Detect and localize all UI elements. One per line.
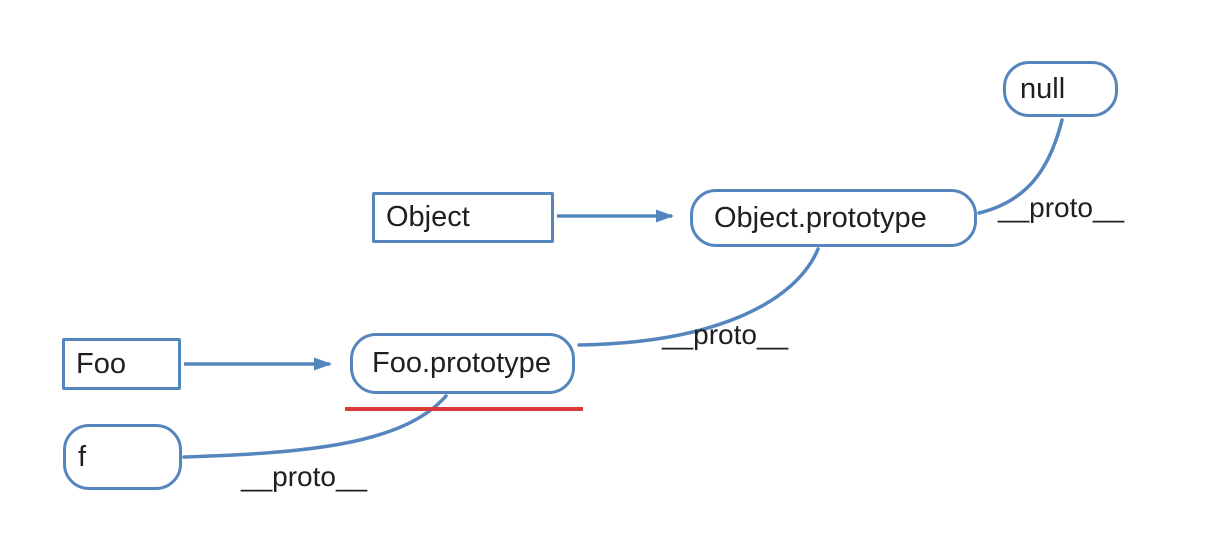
node-object-prototype-label: Object.prototype xyxy=(714,201,927,234)
node-object-label: Object xyxy=(386,201,470,233)
node-null: null xyxy=(1003,61,1118,117)
edge-f-to-foo-prototype xyxy=(182,394,448,459)
proto-label-object-prototype-edge: __proto__ xyxy=(662,319,789,350)
node-foo-prototype: Foo.prototype xyxy=(350,333,575,394)
node-f-label: f xyxy=(78,440,87,473)
node-foo-label: Foo xyxy=(76,347,126,380)
node-f: f xyxy=(63,424,182,490)
red-underline xyxy=(345,407,583,411)
node-foo-prototype-label: Foo.prototype xyxy=(372,347,551,379)
node-object-prototype: Object.prototype xyxy=(690,189,977,247)
node-object: Object xyxy=(372,192,554,243)
edge-object-prototype-to-null xyxy=(977,118,1064,215)
edge-foo-prototype-to-object-prototype xyxy=(577,247,820,347)
node-foo: Foo xyxy=(62,338,181,390)
proto-label-null-edge: __proto__ xyxy=(998,192,1125,223)
node-null-label: null xyxy=(1020,72,1066,105)
proto-label-f-edge: __proto__ xyxy=(241,461,368,492)
